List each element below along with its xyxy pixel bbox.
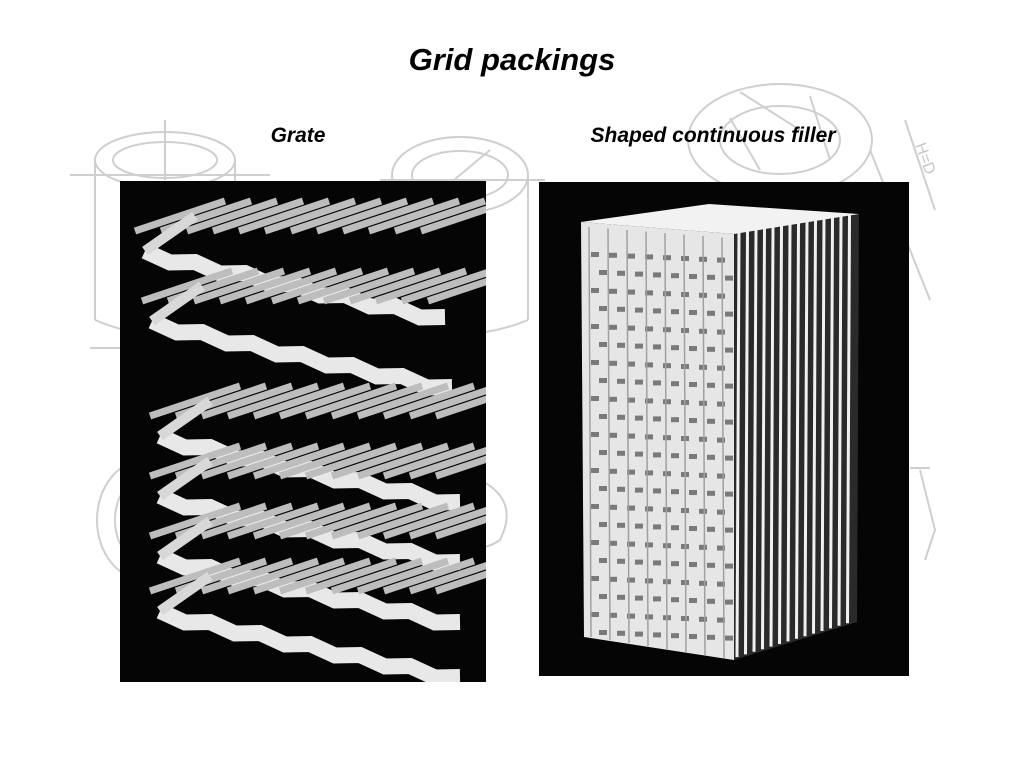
filler-block — [581, 204, 859, 660]
grate-packing-photo — [120, 181, 486, 682]
grate-layer — [148, 557, 486, 682]
shaped-continuous-filler-photo — [539, 182, 909, 676]
filler-caption: Shaped continuous filler — [590, 124, 836, 147]
slide-title: Grid packings — [408, 42, 616, 77]
grate-layer — [140, 267, 486, 396]
dimension-label: H=D — [911, 141, 938, 177]
grate-layers — [133, 197, 486, 682]
grate-caption: Grate — [270, 124, 326, 147]
